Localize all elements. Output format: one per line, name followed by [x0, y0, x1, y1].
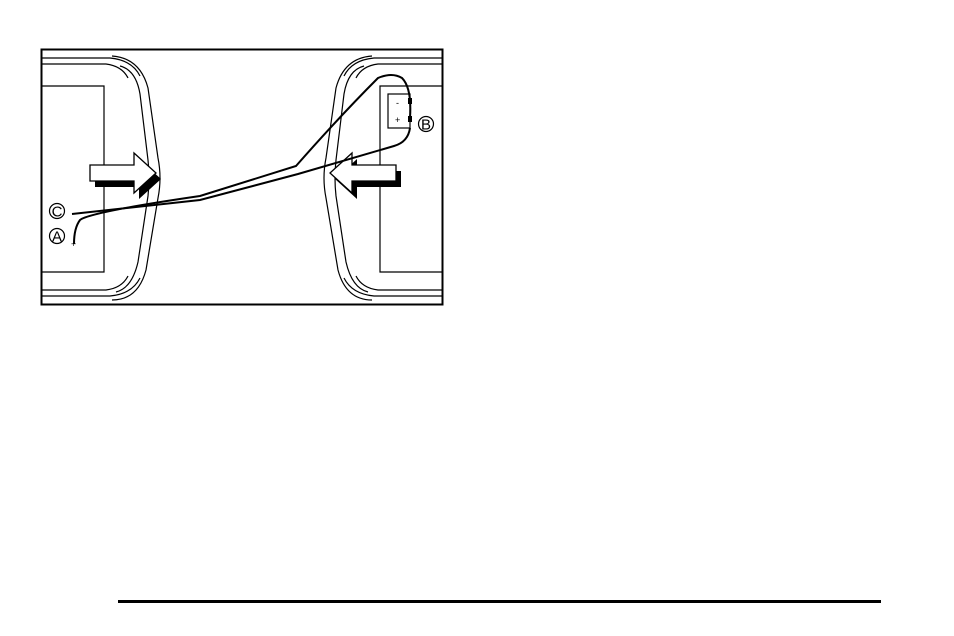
- callout-b-label: B: [421, 117, 431, 134]
- positive-terminal-label: +: [395, 115, 400, 125]
- callout-a-label: A: [52, 229, 62, 246]
- dead-battery-positive-mark: +: [71, 239, 76, 249]
- callout-c: C: [50, 204, 65, 221]
- footer-rule: [118, 600, 881, 603]
- negative-terminal-label: -: [396, 98, 399, 108]
- jump-start-diagram: - + + C A B: [40, 48, 444, 306]
- callout-c-label: C: [52, 204, 63, 221]
- booster-battery: - +: [388, 94, 412, 128]
